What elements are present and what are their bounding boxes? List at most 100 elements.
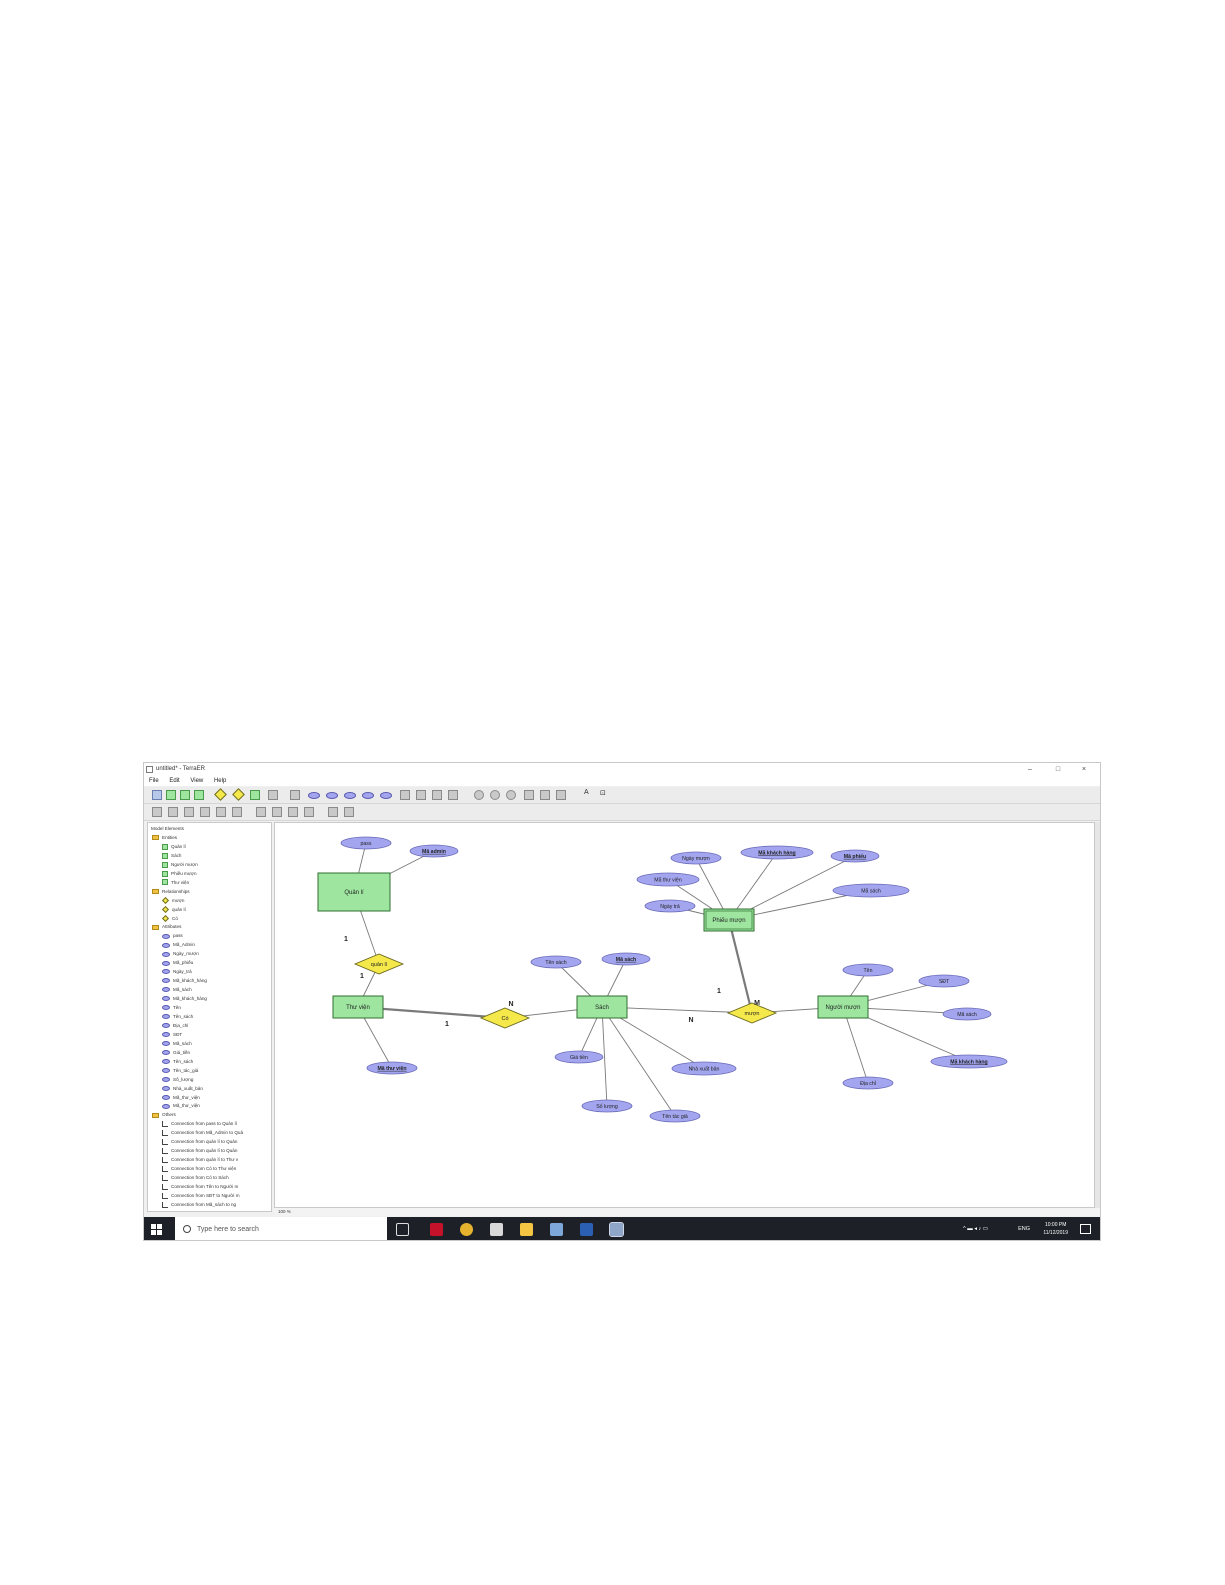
connector-tool-icon[interactable]	[290, 790, 300, 800]
zoom-level[interactable]: 100 %	[278, 1209, 291, 1214]
tree-attribute-item[interactable]: Tên	[162, 1004, 181, 1012]
tree-connection-item[interactable]: Connection from quản lí to Thư v	[162, 1156, 238, 1164]
attribute-a-soluong[interactable]: Số lượng	[581, 1099, 633, 1113]
tree-connection-item[interactable]: Connection from Mã_sách to ng	[162, 1201, 236, 1209]
attribute-a-nxb[interactable]: Nhà xuất bản	[671, 1061, 737, 1076]
connector-line[interactable]	[601, 1006, 608, 1107]
align-bottom-icon[interactable]	[232, 807, 242, 817]
attribute-tool-icon[interactable]	[308, 792, 320, 799]
minimize-button[interactable]: –	[1028, 766, 1032, 773]
close-button[interactable]: ×	[1081, 766, 1087, 773]
tree-attribute-item[interactable]: SĐT	[162, 1031, 182, 1039]
assoc-entity-tool-icon[interactable]	[194, 790, 204, 800]
tree-attribute-item[interactable]: Ngày_trả	[162, 968, 192, 976]
tree-folder-attributes[interactable]: Attributes	[152, 923, 181, 931]
image-tool-icon[interactable]: ⊡	[600, 790, 606, 797]
attribute-a-ngaytra[interactable]: Ngày trả	[644, 899, 696, 913]
windows-start-icon[interactable]	[151, 1224, 162, 1235]
menu-edit[interactable]: Edit	[169, 778, 180, 784]
attribute-a-maadmin[interactable]: Mã admin	[409, 844, 459, 858]
taskbar-clock[interactable]: 10:00 PM 11/12/2019	[1043, 1221, 1068, 1237]
chrome-icon[interactable]	[460, 1223, 473, 1236]
attribute-a-giatien[interactable]: Giá tiền	[554, 1050, 604, 1064]
tree-attribute-item[interactable]: pass	[162, 932, 183, 940]
entity-nguoimuon[interactable]: Người mượn	[817, 995, 869, 1019]
flag-tool-1-icon[interactable]	[540, 790, 550, 800]
move-tool-icon[interactable]	[524, 790, 534, 800]
connector-line[interactable]	[842, 1006, 869, 1084]
tray-icons[interactable]: ^ ▬ ◂ ♪ ▭	[963, 1226, 988, 1232]
maximize-button[interactable]: □	[1055, 766, 1061, 773]
disjoint-tool-icon[interactable]	[490, 790, 500, 800]
align-right-icon[interactable]	[184, 807, 194, 817]
notification-icon[interactable]	[1080, 1224, 1091, 1234]
tree-attribute-item[interactable]: Giá_tiền	[162, 1049, 190, 1057]
relationship-quanli[interactable]: quản lí	[353, 953, 405, 975]
line-tool-1-icon[interactable]	[400, 790, 410, 800]
word-icon[interactable]	[580, 1223, 593, 1236]
entity-phieumuon[interactable]: Phiếu mượn	[703, 908, 755, 932]
line-tool-3-icon[interactable]	[432, 790, 442, 800]
tree-entity-item[interactable]: Quản lí	[162, 843, 186, 851]
attribute-a-makh-pm[interactable]: Mã khách hàng	[740, 845, 814, 860]
file-explorer-icon[interactable]	[520, 1223, 533, 1236]
attribute-a-pass[interactable]: pass	[340, 836, 392, 850]
tree-folder-entities[interactable]: Entities	[152, 834, 177, 842]
menu-view[interactable]: View	[190, 778, 204, 784]
align-middle-icon[interactable]	[216, 807, 226, 817]
tree-connection-item[interactable]: Connection from Mã_Admin to Quả	[162, 1129, 243, 1137]
attribute-a-masach[interactable]: Mã sách	[601, 952, 651, 966]
taskbar-search-input[interactable]: Type here to search	[175, 1217, 387, 1240]
multivalued-attribute-tool-icon[interactable]	[362, 792, 374, 799]
text-tool-icon[interactable]: A	[584, 789, 589, 796]
tree-connection-item[interactable]: Connection from Có to Sách	[162, 1174, 229, 1182]
tree-connection-item[interactable]: Connection from quản lí to Quản	[162, 1147, 237, 1155]
line-tool-4-icon[interactable]	[448, 790, 458, 800]
attribute-a-sdt[interactable]: SĐT	[918, 974, 970, 988]
tree-relationship-item[interactable]: mượn	[161, 896, 184, 905]
entity-thuvien[interactable]: Thư viện	[332, 995, 384, 1019]
relationship-tool-icon[interactable]	[214, 788, 227, 801]
tree-connection-item[interactable]: Connection from pass to Quản lí	[162, 1120, 237, 1128]
specialization-tool-icon[interactable]	[268, 790, 278, 800]
align-top-icon[interactable]	[200, 807, 210, 817]
tree-relationship-item[interactable]: quản lí	[161, 905, 186, 914]
tree-attribute-item[interactable]: Số_lượng	[162, 1076, 193, 1084]
tree-attribute-item[interactable]: Tên_sách	[162, 1058, 193, 1066]
tree-attribute-item[interactable]: Tên_sách	[162, 1013, 193, 1021]
tree-attribute-item[interactable]: Mã_khách_hàng	[162, 977, 207, 985]
menu-file[interactable]: File	[149, 778, 159, 784]
send-back-icon[interactable]	[344, 807, 354, 817]
tree-connection-item[interactable]: Connection from SĐT to Người m	[162, 1192, 240, 1200]
tree-attribute-item[interactable]: Mã_sách	[162, 986, 192, 994]
attribute-a-mathuvien[interactable]: Mã thư viện	[366, 1061, 418, 1075]
tree-attribute-item[interactable]: Ngày_mượn	[162, 950, 199, 958]
terraer-taskbar-icon[interactable]	[609, 1222, 624, 1237]
entity-sach[interactable]: Sách	[576, 995, 628, 1019]
entity-quanli[interactable]: Quản lí	[317, 872, 391, 912]
line-tool-2-icon[interactable]	[416, 790, 426, 800]
relationship-co[interactable]: Có	[479, 1007, 531, 1029]
attribute-a-masach-pm[interactable]: Mã sách	[832, 883, 910, 898]
bring-front-icon[interactable]	[328, 807, 338, 817]
derived-attribute-tool-icon[interactable]	[344, 792, 356, 799]
tree-attribute-item[interactable]: Tên_tác_giả	[162, 1067, 198, 1075]
tree-entity-item[interactable]: Người mượn	[162, 861, 198, 869]
tree-entity-item[interactable]: Phiếu mượn	[162, 870, 197, 878]
connector-line[interactable]	[601, 1006, 676, 1117]
connector-line[interactable]	[727, 919, 754, 1014]
union-tool-icon[interactable]	[474, 790, 484, 800]
tree-connection-item[interactable]: Connection from Có to Thư viện	[162, 1165, 236, 1173]
app-blue-icon[interactable]	[550, 1223, 563, 1236]
select-tool-icon[interactable]	[152, 790, 162, 800]
relationship-muon[interactable]: mượn	[726, 1002, 778, 1024]
attribute-a-ten[interactable]: Tên	[842, 963, 894, 977]
tree-folder-others[interactable]: Others	[152, 1111, 176, 1119]
align-center-icon[interactable]	[168, 807, 178, 817]
tree-connection-item[interactable]: Connection from Tên to Người m	[162, 1183, 238, 1191]
tree-entity-item[interactable]: Sách	[162, 852, 181, 860]
key-attribute-tool-icon[interactable]	[326, 792, 338, 799]
vertical-scrollbar[interactable]	[1095, 822, 1100, 1208]
weak-relationship-tool-icon[interactable]	[232, 788, 245, 801]
